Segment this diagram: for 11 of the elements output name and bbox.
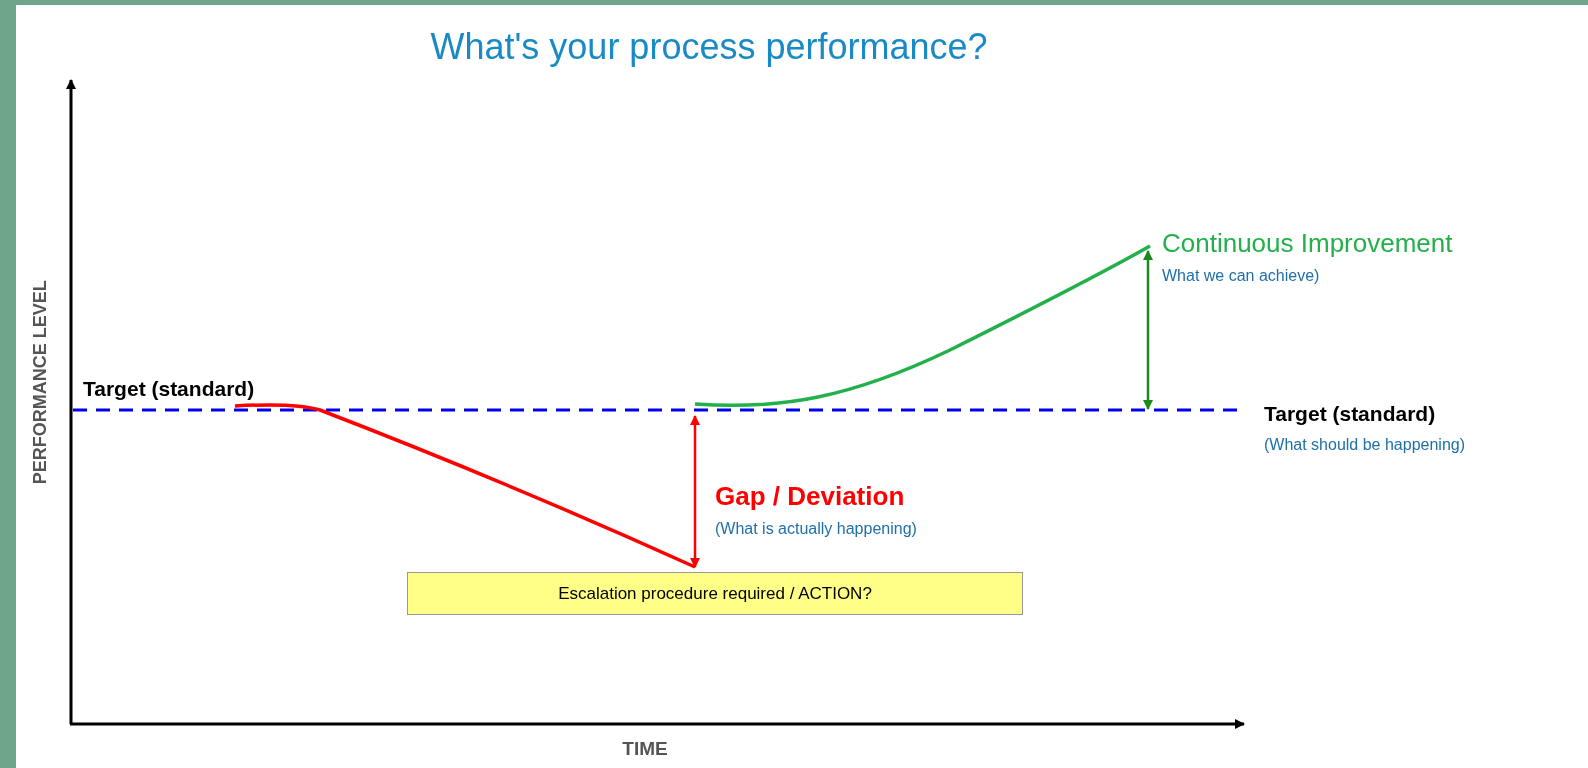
axis-title: TIME [622,738,668,760]
note-text: (What should be happening) [1264,436,1466,455]
curve-label: Continuous Improvement [1162,229,1453,259]
target-label: Target (standard) [83,377,255,402]
note-text: What we can achieve) [1162,267,1320,286]
gap-label: Gap / Deviation [715,482,905,512]
chart-title: What's your process performance? [429,26,989,68]
target-label: Target (standard) [1264,402,1436,427]
action-box: Escalation procedure required / ACTION? [407,572,1023,615]
note-text: (What is actually happening) [715,520,917,539]
axis-title: PERFORMANCE LEVEL [29,280,51,485]
